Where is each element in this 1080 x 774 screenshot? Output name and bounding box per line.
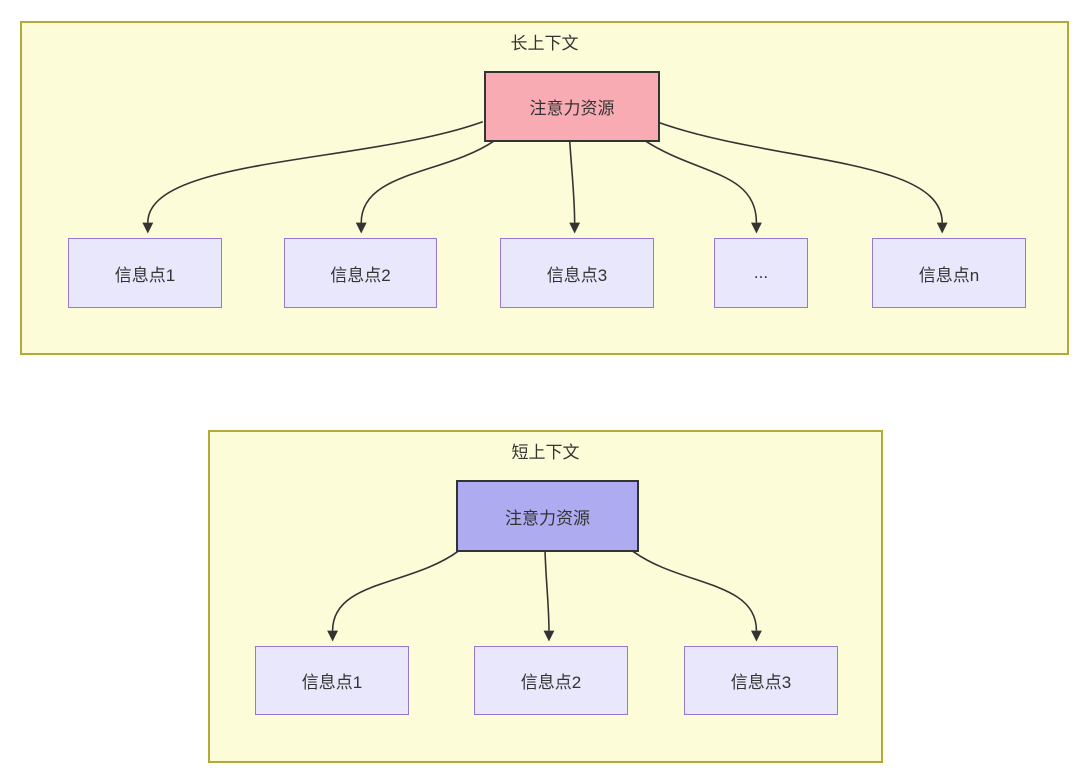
arrow-to-info-2: [544, 550, 550, 631]
short-context-panel: 短上下文 注意力资源 信息点1 信息点2 信息点3: [208, 430, 883, 763]
arrow-to-info-3: [631, 549, 758, 631]
arrowhead-icon: [142, 222, 154, 234]
info-point-n-long: 信息点n: [872, 238, 1026, 308]
attention-resource-node-short: 注意力资源: [456, 480, 639, 552]
arrowhead-icon: [750, 222, 762, 234]
info-point-2-short: 信息点2: [474, 646, 628, 715]
info-point-2-long: 信息点2: [284, 238, 437, 308]
arrowhead-icon: [327, 630, 339, 642]
info-point-ellipsis-long: ...: [714, 238, 808, 308]
arrow-to-info-ellipsis: [644, 139, 758, 223]
info-point-3-long: 信息点3: [500, 238, 654, 308]
info-point-3-short: 信息点3: [684, 646, 838, 715]
arrow-to-info-2: [360, 139, 496, 223]
arrow-to-info-n: [656, 121, 943, 223]
arrowhead-icon: [569, 222, 581, 234]
arrow-to-info-3: [568, 140, 576, 223]
info-point-1-long: 信息点1: [68, 238, 222, 308]
arrowhead-icon: [355, 222, 367, 234]
info-point-1-short: 信息点1: [255, 646, 409, 715]
arrowhead-icon: [751, 630, 762, 642]
attention-resource-node-long: 注意力资源: [484, 71, 660, 142]
arrowhead-icon: [936, 222, 948, 234]
long-context-panel: 长上下文 注意力资源 信息点1 信息点2 信息点3 ... 信息点n: [20, 21, 1069, 355]
arrowhead-icon: [543, 630, 555, 642]
long-context-panel-title: 长上下文: [510, 34, 579, 53]
short-context-panel-title: 短上下文: [511, 443, 580, 462]
arrow-to-info-1: [331, 549, 460, 631]
arrow-to-info-1: [147, 121, 484, 223]
